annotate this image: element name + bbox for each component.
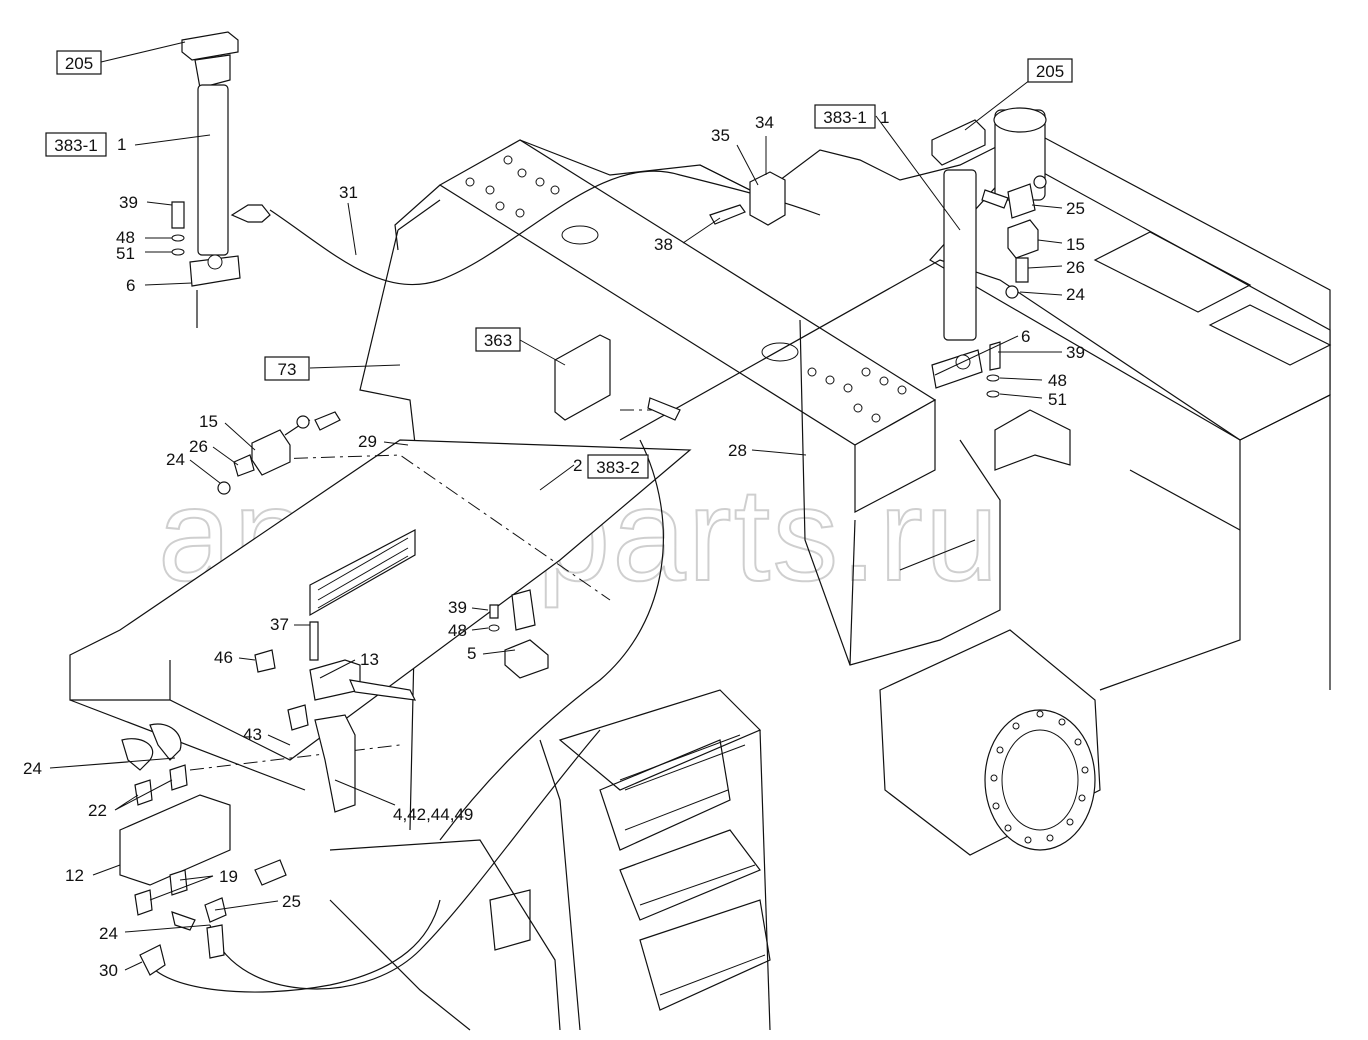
callout-28: 28 bbox=[728, 441, 747, 460]
callout-4-42-44-49: 4,42,44,49 bbox=[393, 805, 473, 824]
callout-15-left: 15 bbox=[199, 412, 218, 431]
callout-46: 46 bbox=[214, 648, 233, 667]
frame-body bbox=[69, 129, 1332, 1031]
svg-text:383-1: 383-1 bbox=[54, 136, 97, 155]
callout-26-right: 26 bbox=[1066, 258, 1085, 277]
callout-35: 35 bbox=[711, 126, 730, 145]
callout-38: 38 bbox=[654, 235, 673, 254]
callout-15-right: 15 bbox=[1066, 235, 1085, 254]
boxed-label-383-2: 383-2 bbox=[587, 454, 649, 479]
callout-13: 13 bbox=[360, 650, 379, 669]
callout-39-right: 39 bbox=[1066, 343, 1085, 362]
callout-24-right: 24 bbox=[1066, 285, 1085, 304]
svg-text:383-1: 383-1 bbox=[823, 108, 866, 127]
hardware bbox=[119, 171, 1047, 976]
callout-26-left: 26 bbox=[189, 437, 208, 456]
svg-text:73: 73 bbox=[278, 360, 297, 379]
callout-19: 19 bbox=[219, 867, 238, 886]
callout-31: 31 bbox=[339, 183, 358, 202]
callout-29: 29 bbox=[358, 432, 377, 451]
callout-30: 30 bbox=[99, 961, 118, 980]
callout-1-right: 1 bbox=[880, 108, 889, 127]
callout-24-left: 24 bbox=[166, 450, 185, 469]
boxed-label-383-1-left: 383-1 bbox=[45, 132, 107, 157]
callout-12: 12 bbox=[65, 866, 84, 885]
callout-48-right: 48 bbox=[1048, 371, 1067, 390]
callout-48-mid: 48 bbox=[448, 621, 467, 640]
callout-43: 43 bbox=[243, 725, 262, 744]
callout-2: 2 bbox=[573, 456, 582, 475]
hose-lines bbox=[149, 170, 821, 993]
callout-6-left: 6 bbox=[126, 276, 135, 295]
left-cylinder bbox=[181, 31, 271, 328]
svg-text:205: 205 bbox=[65, 54, 93, 73]
callout-6-right: 6 bbox=[1021, 327, 1030, 346]
callout-39-left: 39 bbox=[119, 193, 138, 212]
boxed-label-205-left: 205 bbox=[56, 50, 102, 75]
boxed-label-73: 73 bbox=[264, 356, 310, 381]
right-cylinder bbox=[931, 107, 1047, 389]
callout-51-left: 51 bbox=[116, 244, 135, 263]
hub-bolt-circle bbox=[990, 710, 1089, 844]
svg-text:383-2: 383-2 bbox=[596, 458, 639, 477]
callout-34: 34 bbox=[755, 113, 774, 132]
callout-22: 22 bbox=[88, 801, 107, 820]
callout-1-left: 1 bbox=[117, 135, 126, 154]
callout-24-bottom: 24 bbox=[99, 924, 118, 943]
callout-25-bottom: 25 bbox=[282, 892, 301, 911]
boxed-label-363: 363 bbox=[475, 327, 521, 352]
callout-5: 5 bbox=[467, 644, 476, 663]
callout-numbers: 1 39 48 51 6 31 35 34 38 1 25 15 26 24 6… bbox=[23, 108, 1085, 980]
svg-text:363: 363 bbox=[484, 331, 512, 350]
boxed-label-205-right: 205 bbox=[1027, 58, 1073, 83]
leader-lines bbox=[49, 41, 1063, 971]
callout-24-bottom-left: 24 bbox=[23, 759, 42, 778]
callout-25-top: 25 bbox=[1066, 199, 1085, 218]
callout-48-left: 48 bbox=[116, 228, 135, 247]
callout-39-mid: 39 bbox=[448, 598, 467, 617]
boxed-label-383-1-right: 383-1 bbox=[814, 104, 876, 129]
callout-51-right: 51 bbox=[1048, 390, 1067, 409]
svg-text:205: 205 bbox=[1036, 62, 1064, 81]
callout-37: 37 bbox=[270, 615, 289, 634]
